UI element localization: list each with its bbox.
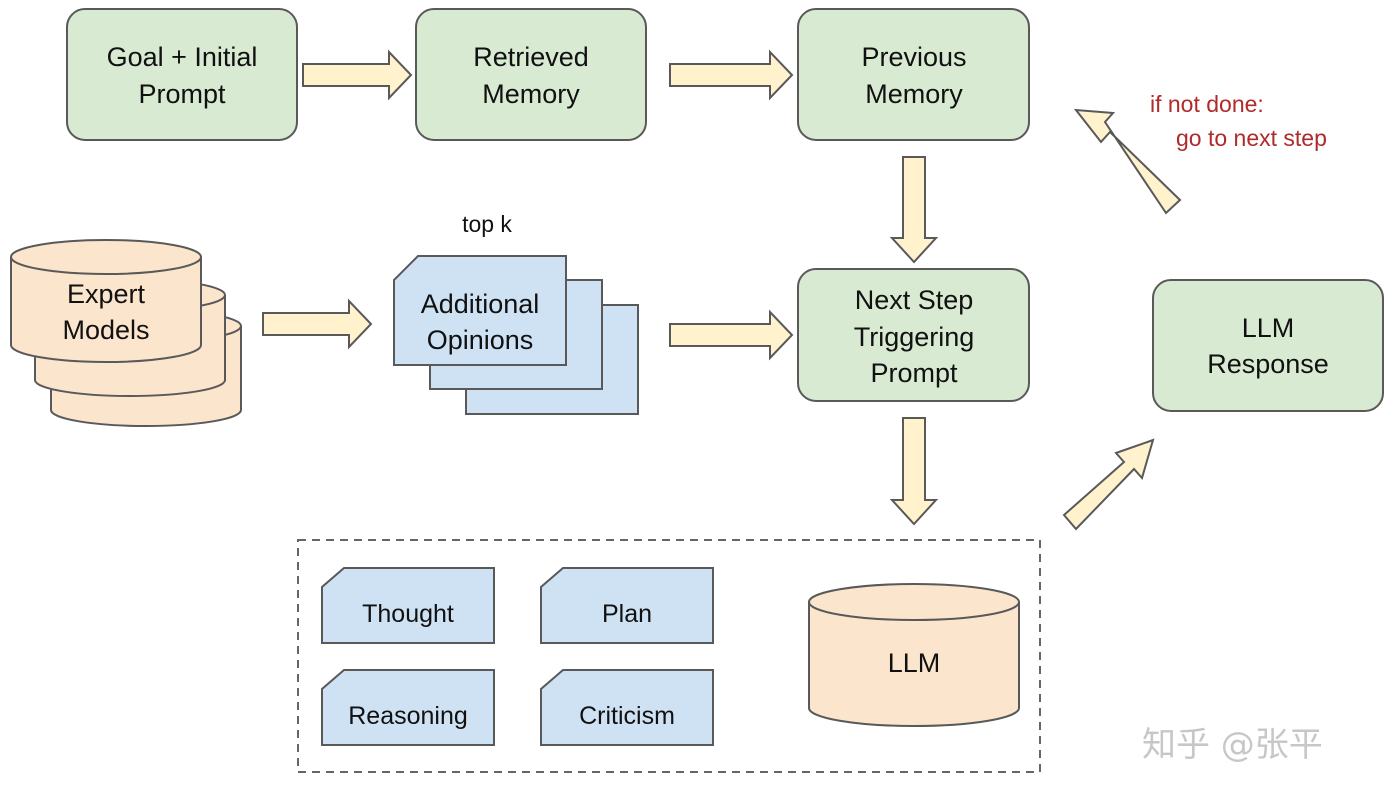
additional-opinions-stack: Additional Opinions [393, 255, 639, 415]
previous-memory-node: Previous Memory [797, 8, 1030, 141]
next-step-line1: Next Step [855, 285, 974, 315]
arrow-response-to-previous [1073, 108, 1182, 215]
arrow-opinions-to-nextstep [669, 309, 794, 361]
watermark: 知乎 @张平 [1142, 725, 1323, 765]
plan-label: Plan [602, 600, 652, 628]
arrow-goal-to-retrieved [302, 49, 413, 101]
llm-response-line1: LLM [1242, 313, 1295, 343]
plan-doc: Plan [540, 567, 714, 644]
llm-response-line2: Response [1207, 349, 1329, 379]
arrow-retrieved-to-previous [669, 49, 794, 101]
thought-label: Thought [362, 600, 454, 628]
expert-models-line2: Models [62, 315, 149, 345]
if-not-done-line2: go to next step [1176, 125, 1327, 151]
retrieved-memory-line2: Memory [482, 79, 580, 109]
arrow-llm-to-response [1062, 438, 1155, 531]
criticism-doc: Criticism [540, 669, 714, 746]
additional-opinions-line1: Additional [421, 289, 540, 319]
arrow-expert-to-opinions [262, 298, 373, 350]
top-k-label: top k [462, 211, 512, 237]
llm-response-node: LLM Response [1152, 279, 1384, 412]
thought-doc: Thought [321, 567, 495, 644]
previous-memory-line2: Memory [865, 79, 963, 109]
arrow-previous-to-nextstep [889, 156, 939, 264]
llm-cylinder: LLM [808, 583, 1020, 727]
if-not-done-line1: if not done: [1150, 91, 1264, 117]
additional-opinions-line2: Opinions [427, 325, 534, 355]
next-step-line2: Triggering [854, 322, 975, 352]
expert-models-line1: Expert [67, 279, 146, 309]
goal-prompt-line1: Goal + Initial [107, 42, 258, 72]
previous-memory-line1: Previous [861, 42, 966, 72]
reasoning-label: Reasoning [348, 702, 468, 730]
next-step-line3: Prompt [870, 358, 958, 388]
retrieved-memory-line1: Retrieved [473, 42, 589, 72]
llm-label: LLM [888, 648, 941, 678]
llm-output-group [297, 539, 1041, 773]
expert-models-stack: Expert Models [10, 239, 242, 427]
criticism-label: Criticism [579, 702, 675, 730]
goal-prompt-node: Goal + Initial Prompt [66, 8, 298, 141]
arrow-nextstep-to-llm [889, 417, 939, 526]
next-step-prompt-node: Next Step Triggering Prompt [797, 268, 1030, 402]
reasoning-doc: Reasoning [321, 669, 495, 746]
retrieved-memory-node: Retrieved Memory [415, 8, 647, 141]
goal-prompt-line2: Prompt [138, 79, 226, 109]
